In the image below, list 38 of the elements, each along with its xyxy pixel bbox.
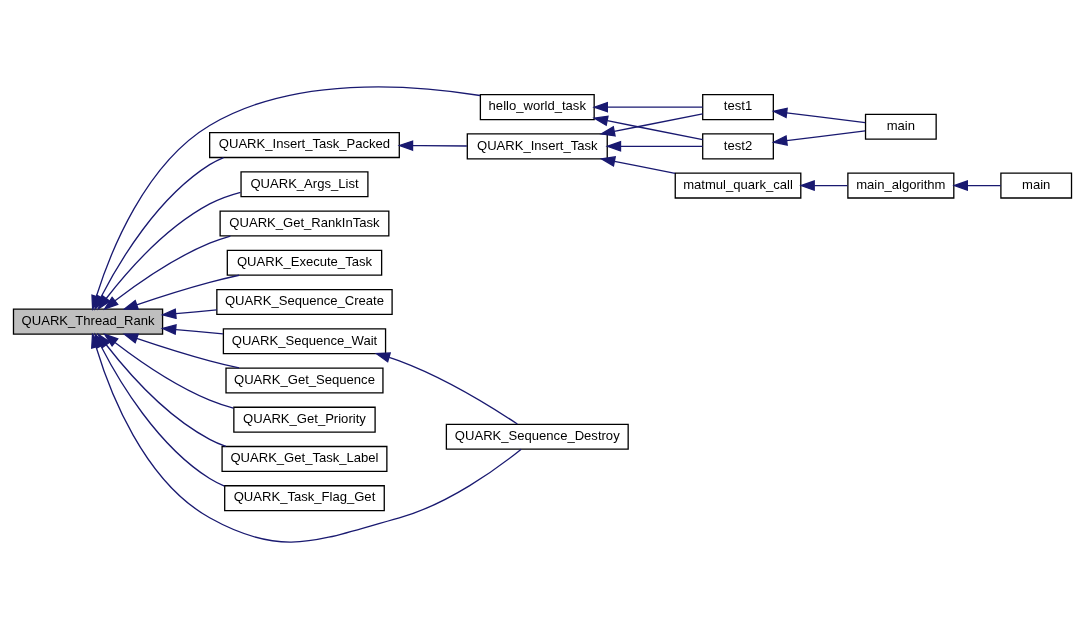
node-box: matmul_quark_call <box>674 172 802 199</box>
arrow <box>592 101 704 113</box>
node-box: QUARK_Sequence_Destroy <box>445 423 629 450</box>
arrow <box>599 113 704 137</box>
arrow <box>771 130 866 146</box>
arrow <box>605 140 704 152</box>
arrow <box>397 140 468 152</box>
node-box: QUARK_Get_Priority <box>233 406 376 433</box>
node-box: main <box>864 113 937 140</box>
arrow <box>160 308 218 320</box>
node-box: QUARK_Get_Sequence <box>225 367 384 394</box>
node-box: hello_world_task <box>479 94 595 121</box>
node-box: QUARK_Insert_Task_Packed <box>209 131 400 159</box>
node-box: QUARK_Get_Task_Label <box>221 445 388 472</box>
arrow <box>599 156 676 175</box>
node-box: QUARK_Get_RankInTask <box>219 210 390 237</box>
arrow <box>103 235 232 311</box>
node-box: test1 <box>702 94 774 121</box>
node-box: QUARK_Sequence_Create <box>216 288 393 316</box>
node-box: main_algorithm <box>847 172 955 199</box>
node-box: main <box>1000 172 1073 199</box>
node-box: QUARK_Execute_Task <box>226 249 383 276</box>
arrow <box>122 274 240 310</box>
node-box: QUARK_Thread_Rank <box>12 308 164 335</box>
arrow <box>97 191 242 311</box>
node-box: QUARK_Sequence_Wait <box>222 328 387 355</box>
arrow <box>374 352 519 425</box>
arrow <box>771 107 866 124</box>
arrow <box>122 333 240 369</box>
node-box: QUARK_Task_Flag_Get <box>224 485 385 512</box>
node-box: test2 <box>702 133 774 160</box>
node-box: QUARK_Args_List <box>240 171 369 198</box>
node-box: QUARK_Insert_Task <box>466 133 608 160</box>
arrow <box>799 180 849 192</box>
arrow <box>160 324 224 336</box>
arrow <box>592 115 704 141</box>
arrow <box>103 333 234 409</box>
arrow <box>952 180 1002 192</box>
